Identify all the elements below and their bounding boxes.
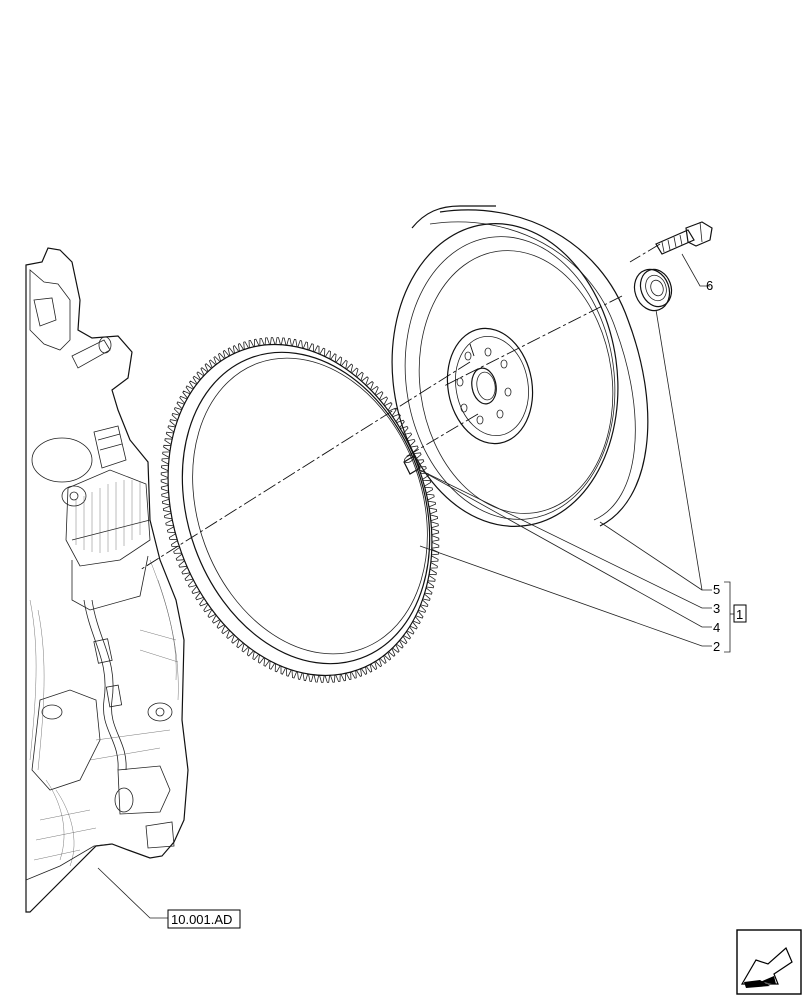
pilot-bearing — [633, 268, 673, 312]
leader-lines — [97, 253, 712, 919]
callout-pin-b: 4 — [713, 620, 720, 635]
callout-bearing: 5 — [713, 582, 720, 597]
next-page-arrow-icon[interactable] — [736, 929, 802, 995]
assembly-centerlines — [139, 243, 661, 571]
callout-bolt: 6 — [706, 278, 713, 293]
callout-ring-gear: 2 — [713, 639, 720, 654]
flywheel-bolt — [655, 221, 713, 255]
flywheel — [391, 205, 649, 527]
ring-gear — [160, 337, 440, 683]
callout-engine-ref[interactable]: 10.001.AD — [171, 912, 232, 927]
callout-group: 1 — [736, 607, 743, 622]
group-bracket — [724, 581, 734, 653]
engine-block — [25, 247, 189, 913]
engine-ref-box[interactable] — [167, 909, 241, 929]
group-ref-box — [733, 604, 747, 623]
callout-pin-a: 3 — [713, 601, 720, 616]
